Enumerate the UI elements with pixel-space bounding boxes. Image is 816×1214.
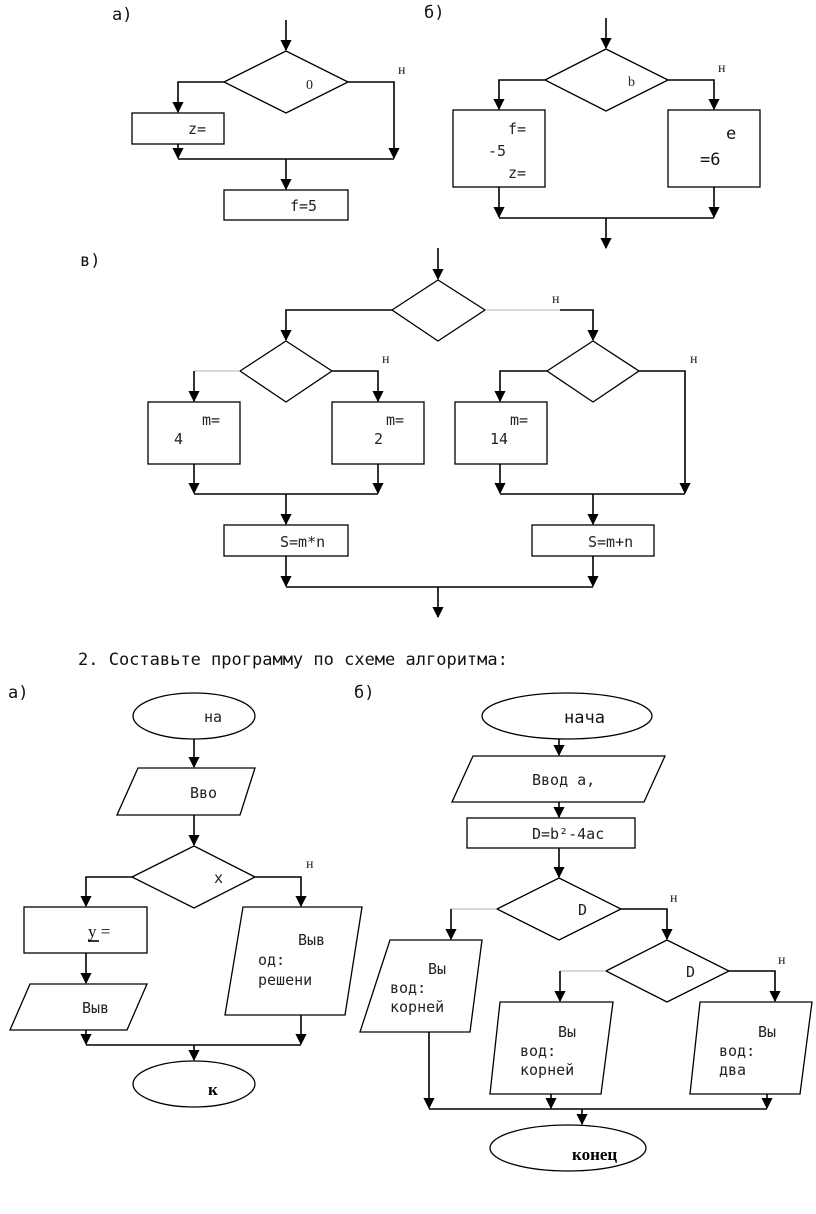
process-1v-3-line1: m= (510, 411, 528, 429)
io-2b-out1-line3: корней (390, 998, 444, 1016)
io-2b-out2-line1: Вы (558, 1023, 576, 1041)
label-1a: а) (112, 5, 132, 25)
no-label-2a: н (306, 857, 314, 872)
flowchart-2b: б) нача Ввод a, D=b²-4ac D н Вы вод: кор… (354, 683, 813, 1172)
process-2b-calc-text: D=b²-4ac (532, 825, 604, 843)
terminal-2a-start (132, 692, 256, 740)
decision-2a-text: x (214, 869, 223, 887)
terminal-2b-end (489, 1124, 647, 1172)
decision-2a (130, 845, 257, 909)
process-1b-yes-line1: f= (508, 120, 526, 138)
io-2b-out3-line3: два (719, 1061, 746, 1079)
process-1v-1-line2: 4 (174, 430, 183, 448)
flowchart-1v: в) н н m= 4 m= 2 S=m*n н m= 14 (80, 248, 698, 619)
io-2b-input (450, 755, 667, 803)
decision-1b (543, 48, 670, 112)
process-1v-calc-left-text: S=m*n (280, 533, 325, 551)
decision-1b-text: b (628, 75, 635, 90)
process-1b-no-line1: e (726, 124, 736, 144)
decision-2b-2 (604, 939, 731, 1003)
decision-1v-left (238, 340, 334, 403)
io-2b-out3 (689, 1001, 813, 1095)
no-label-1v-main: н (552, 292, 560, 307)
process-2a-assign-text: y = (88, 922, 110, 941)
decision-1a (222, 50, 350, 114)
io-2a-output-right-line1: Выв (298, 931, 325, 949)
io-2b-out1-line1: Вы (428, 960, 446, 978)
label-2a: а) (8, 683, 28, 703)
io-2b-out3-line2: вод: (719, 1042, 755, 1060)
task2-heading: 2. Составьте программу по схеме алгоритм… (78, 650, 508, 670)
process-1a-z (131, 112, 225, 145)
label-1v: в) (80, 251, 100, 271)
io-2b-out2-line2: вод: (520, 1042, 556, 1060)
process-1v-1 (147, 401, 241, 465)
flowchart-1b: б) b н f= -5 z= e =6 (424, 3, 761, 250)
terminal-2a-end (132, 1060, 256, 1108)
io-2b-input-text: Ввод a, (532, 771, 595, 789)
decision-1v-main (390, 279, 487, 342)
terminal-2b-start-text: нача (564, 708, 605, 728)
process-1a-f (223, 189, 349, 221)
process-1a-z-text: z= (188, 120, 206, 138)
process-1v-calc-right (531, 524, 655, 557)
no-label-1a: н (398, 63, 406, 78)
process-1v-2-line2: 2 (374, 430, 383, 448)
process-1v-3-line2: 14 (490, 430, 508, 448)
process-1v-1-line1: m= (202, 411, 220, 429)
decision-2b-1 (495, 877, 623, 941)
terminal-2a-end-text: к (208, 1080, 218, 1099)
label-2b: б) (354, 683, 374, 703)
process-1b-yes-line3: z= (508, 164, 526, 182)
process-1b-no-line2: =6 (700, 150, 720, 170)
terminal-2b-start (481, 692, 653, 740)
no-label-2b-1: н (670, 891, 678, 906)
process-1b-yes (452, 109, 546, 188)
io-2a-output-right-line3: решени (258, 971, 312, 989)
process-1v-2-line1: m= (386, 411, 404, 429)
process-2a-assign (23, 906, 148, 954)
process-2b-calc (466, 817, 636, 849)
io-2a-output-left (9, 983, 148, 1031)
io-2b-out2 (489, 1001, 614, 1095)
process-1b-yes-line2: -5 (488, 142, 506, 160)
io-2a-input (115, 767, 256, 816)
terminal-2b-end-text: конец (572, 1145, 617, 1164)
process-1v-3 (454, 401, 548, 465)
no-label-2b-2: н (778, 953, 786, 968)
process-1v-2 (331, 401, 425, 465)
process-1a-f-text: f=5 (290, 197, 317, 215)
io-2b-out2-line3: корней (520, 1061, 574, 1079)
io-2b-out1-line2: вод: (390, 979, 426, 997)
label-1b: б) (424, 3, 444, 23)
io-2b-out3-line1: Вы (758, 1023, 776, 1041)
io-2a-output-left-text: Выв (82, 999, 109, 1017)
no-label-1v-right: н (690, 352, 698, 367)
process-1v-calc-right-text: S=m+n (588, 533, 633, 551)
decision-1a-text: 0 (306, 78, 313, 93)
no-label-1v-left: н (382, 352, 390, 367)
process-1v-calc-left (223, 524, 349, 557)
io-2a-output-right (224, 906, 363, 1016)
decision-2b-2-text: D (686, 963, 695, 981)
process-1b-no (667, 109, 761, 188)
decision-2b-1-text: D (578, 901, 587, 919)
decision-1v-right (545, 340, 641, 403)
flowchart-1a: а) 0 н z= f=5 (112, 5, 406, 221)
terminal-2a-start-text: на (204, 708, 222, 726)
io-2a-input-text: Вво (190, 784, 217, 802)
io-2a-output-right-line2: од: (258, 951, 285, 969)
flowchart-2a: а) на Вво x н y = Выв Выв од: решени к (8, 683, 363, 1108)
no-label-1b: н (718, 61, 726, 76)
io-2b-out1 (359, 939, 483, 1033)
